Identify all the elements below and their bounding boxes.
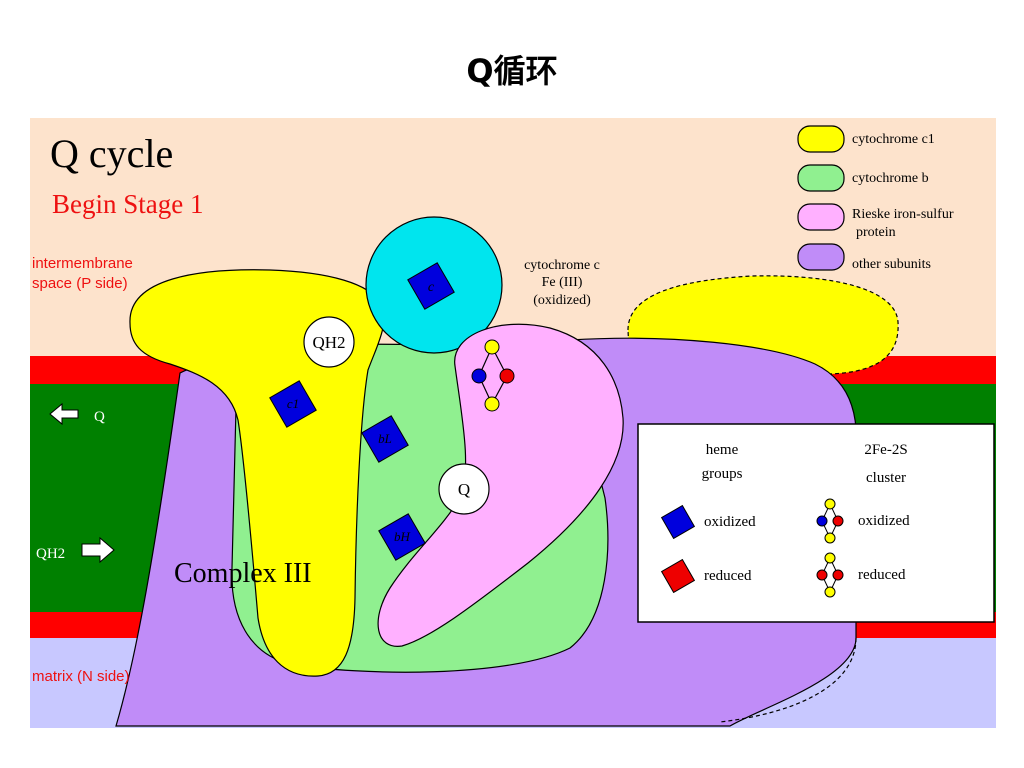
heme-bh-label: bH <box>394 529 411 544</box>
legend-label-cytochrome-c1: cytochrome c1 <box>852 132 935 147</box>
cytochrome-c-state-2: (oxidized) <box>533 293 591 308</box>
heme-c1: c1 <box>269 380 317 428</box>
legend-swatch-cytochrome-c1 <box>797 125 845 153</box>
legend-swatch-other-subunits <box>797 243 845 271</box>
dashed-subunit-edge <box>719 637 857 723</box>
key-cluster-oxidized-icon <box>816 498 844 544</box>
key-heme-header-1: heme <box>706 442 739 458</box>
q-molecule <box>438 463 490 515</box>
legend: cytochrome c1 cytochrome b Rieske iron-s… <box>797 125 957 272</box>
rieske-fes-cluster <box>471 339 515 412</box>
qh2-label: QH2 <box>312 333 345 352</box>
legend-label-cytochrome-b: cytochrome b <box>852 171 929 186</box>
complex-iii-label: Complex III <box>174 558 312 589</box>
diagram-heading: Q cycle <box>50 131 173 176</box>
cytochrome-c1-shape <box>129 269 385 677</box>
heme-c1-label: c1 <box>287 396 299 411</box>
intermembrane-label-2: space (P side) <box>32 275 128 292</box>
q-cycle-diagram: c c1 bL bH QH2 Q Q cycle Begin Stage 1 i… <box>30 118 996 728</box>
qh2-in-label: QH2 <box>36 546 65 562</box>
key-cluster-reduced-icon <box>816 552 844 598</box>
q-label: Q <box>458 480 470 499</box>
q-out-arrow: Q <box>49 402 105 426</box>
heme-bl: bL <box>361 415 409 463</box>
intermembrane-label: intermembrane <box>32 255 133 272</box>
cytochrome-c-label: cytochrome c <box>524 258 600 273</box>
key-heme-reduced-swatch <box>660 558 696 594</box>
slide-title: Q循环 <box>466 52 558 90</box>
legend-swatch-cytochrome-b <box>797 164 845 192</box>
legend-label-other-subunits: other subunits <box>852 257 931 272</box>
heme-bl-label: bL <box>378 431 392 446</box>
cytochrome-c-state-1: Fe (III) <box>542 275 583 290</box>
key-heme-oxidized-swatch <box>660 504 696 540</box>
legend-label-rieske: Rieske iron-sulfur protein <box>852 207 957 240</box>
key-heme-reduced-label: reduced <box>704 568 752 584</box>
qh2-molecule <box>303 316 355 368</box>
key-cluster-reduced-label: reduced <box>858 567 906 583</box>
key-box: heme groups 2Fe-2S cluster oxidized redu… <box>637 423 995 623</box>
key-cluster-header-1: 2Fe-2S <box>864 442 907 458</box>
qh2-in-arrow: QH2 <box>36 536 115 564</box>
stage-label: Begin Stage 1 <box>52 189 203 219</box>
heme-c-label: c <box>428 280 435 295</box>
key-heme-header-2: groups <box>702 466 743 482</box>
key-cluster-header-2: cluster <box>866 470 906 486</box>
heme-c: c <box>407 262 455 310</box>
key-cluster-oxidized-label: oxidized <box>858 513 910 529</box>
legend-swatch-rieske <box>797 203 845 231</box>
q-out-label: Q <box>94 409 105 425</box>
matrix-label: matrix (N side) <box>32 668 130 685</box>
heme-bh: bH <box>378 513 426 561</box>
key-heme-oxidized-label: oxidized <box>704 514 756 530</box>
